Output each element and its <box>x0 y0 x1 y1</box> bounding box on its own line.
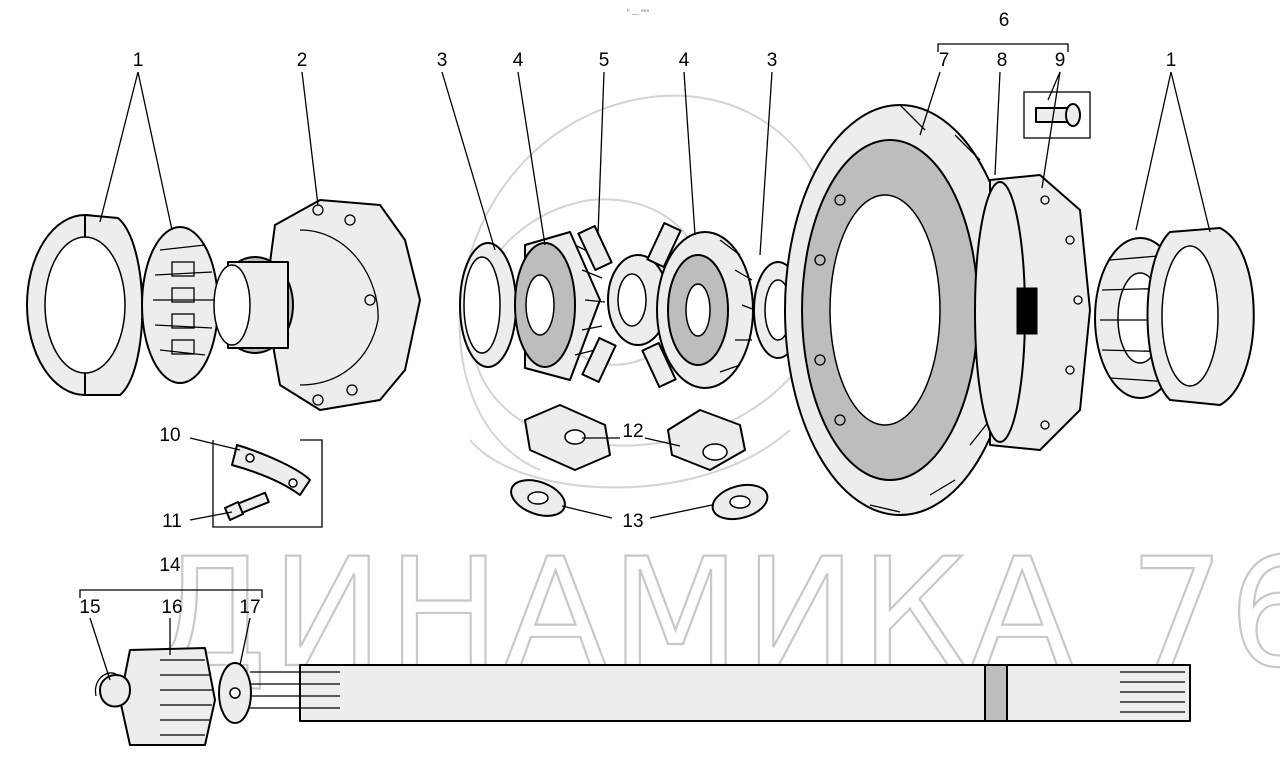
callout-10: 10 <box>159 425 180 446</box>
thrust-washer-left <box>459 242 517 368</box>
differential-cup <box>213 199 421 411</box>
callout-2: 2 <box>297 50 308 71</box>
pinion-gears <box>524 404 746 471</box>
bearing-right <box>1094 227 1255 406</box>
lock-plate-inset <box>212 439 323 528</box>
callout-14: 14 <box>159 555 181 576</box>
callout-1-left: 1 <box>133 50 144 71</box>
callout-3-left: 3 <box>437 50 448 71</box>
side-gear-right <box>656 231 756 389</box>
differential-case <box>974 174 1091 451</box>
callout-11: 11 <box>162 511 182 532</box>
header-mark: ʰ ﹏ ᵃᵃᵃ <box>627 8 650 16</box>
pinion-washers <box>510 479 769 521</box>
callout-7: 7 <box>939 50 950 71</box>
differential-spider <box>577 222 682 388</box>
callout-17: 17 <box>239 597 260 618</box>
callout-4-right: 4 <box>679 50 690 71</box>
callout-4-left: 4 <box>513 50 524 71</box>
callout-1-right: 1 <box>1166 50 1177 71</box>
callout-16: 16 <box>161 597 182 618</box>
callout-9: 9 <box>1055 50 1066 71</box>
callout-3-right: 3 <box>767 50 778 71</box>
callout-5: 5 <box>599 50 610 71</box>
callout-15: 15 <box>79 597 100 618</box>
callout-13: 13 <box>622 511 643 532</box>
side-gear-left <box>514 231 606 381</box>
bolt-inset <box>1023 91 1091 139</box>
callout-6: 6 <box>999 10 1010 31</box>
callouts: 1 2 3 4 5 4 3 6 7 8 9 1 10 11 12 13 14 1… <box>79 10 1176 618</box>
leader-lines <box>79 43 1211 681</box>
callout-12: 12 <box>622 421 643 442</box>
axle-shaft-assembly <box>94 647 1191 746</box>
callout-8: 8 <box>997 50 1008 71</box>
bearing-left <box>26 214 219 396</box>
